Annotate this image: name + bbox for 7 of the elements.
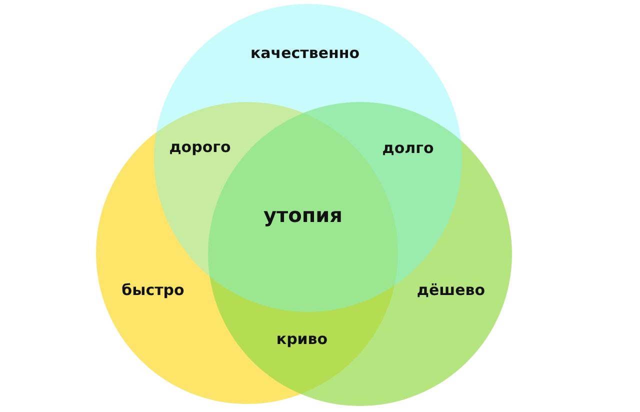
- overlap-label: криво: [276, 330, 328, 348]
- overlap-label: долго: [382, 140, 434, 156]
- overlap-label: дорого: [169, 138, 231, 156]
- region-label: быстро: [122, 282, 184, 298]
- overlap-label: утопия: [263, 204, 343, 226]
- region-label: качественно: [250, 44, 360, 62]
- region-label: дёшево: [416, 282, 486, 298]
